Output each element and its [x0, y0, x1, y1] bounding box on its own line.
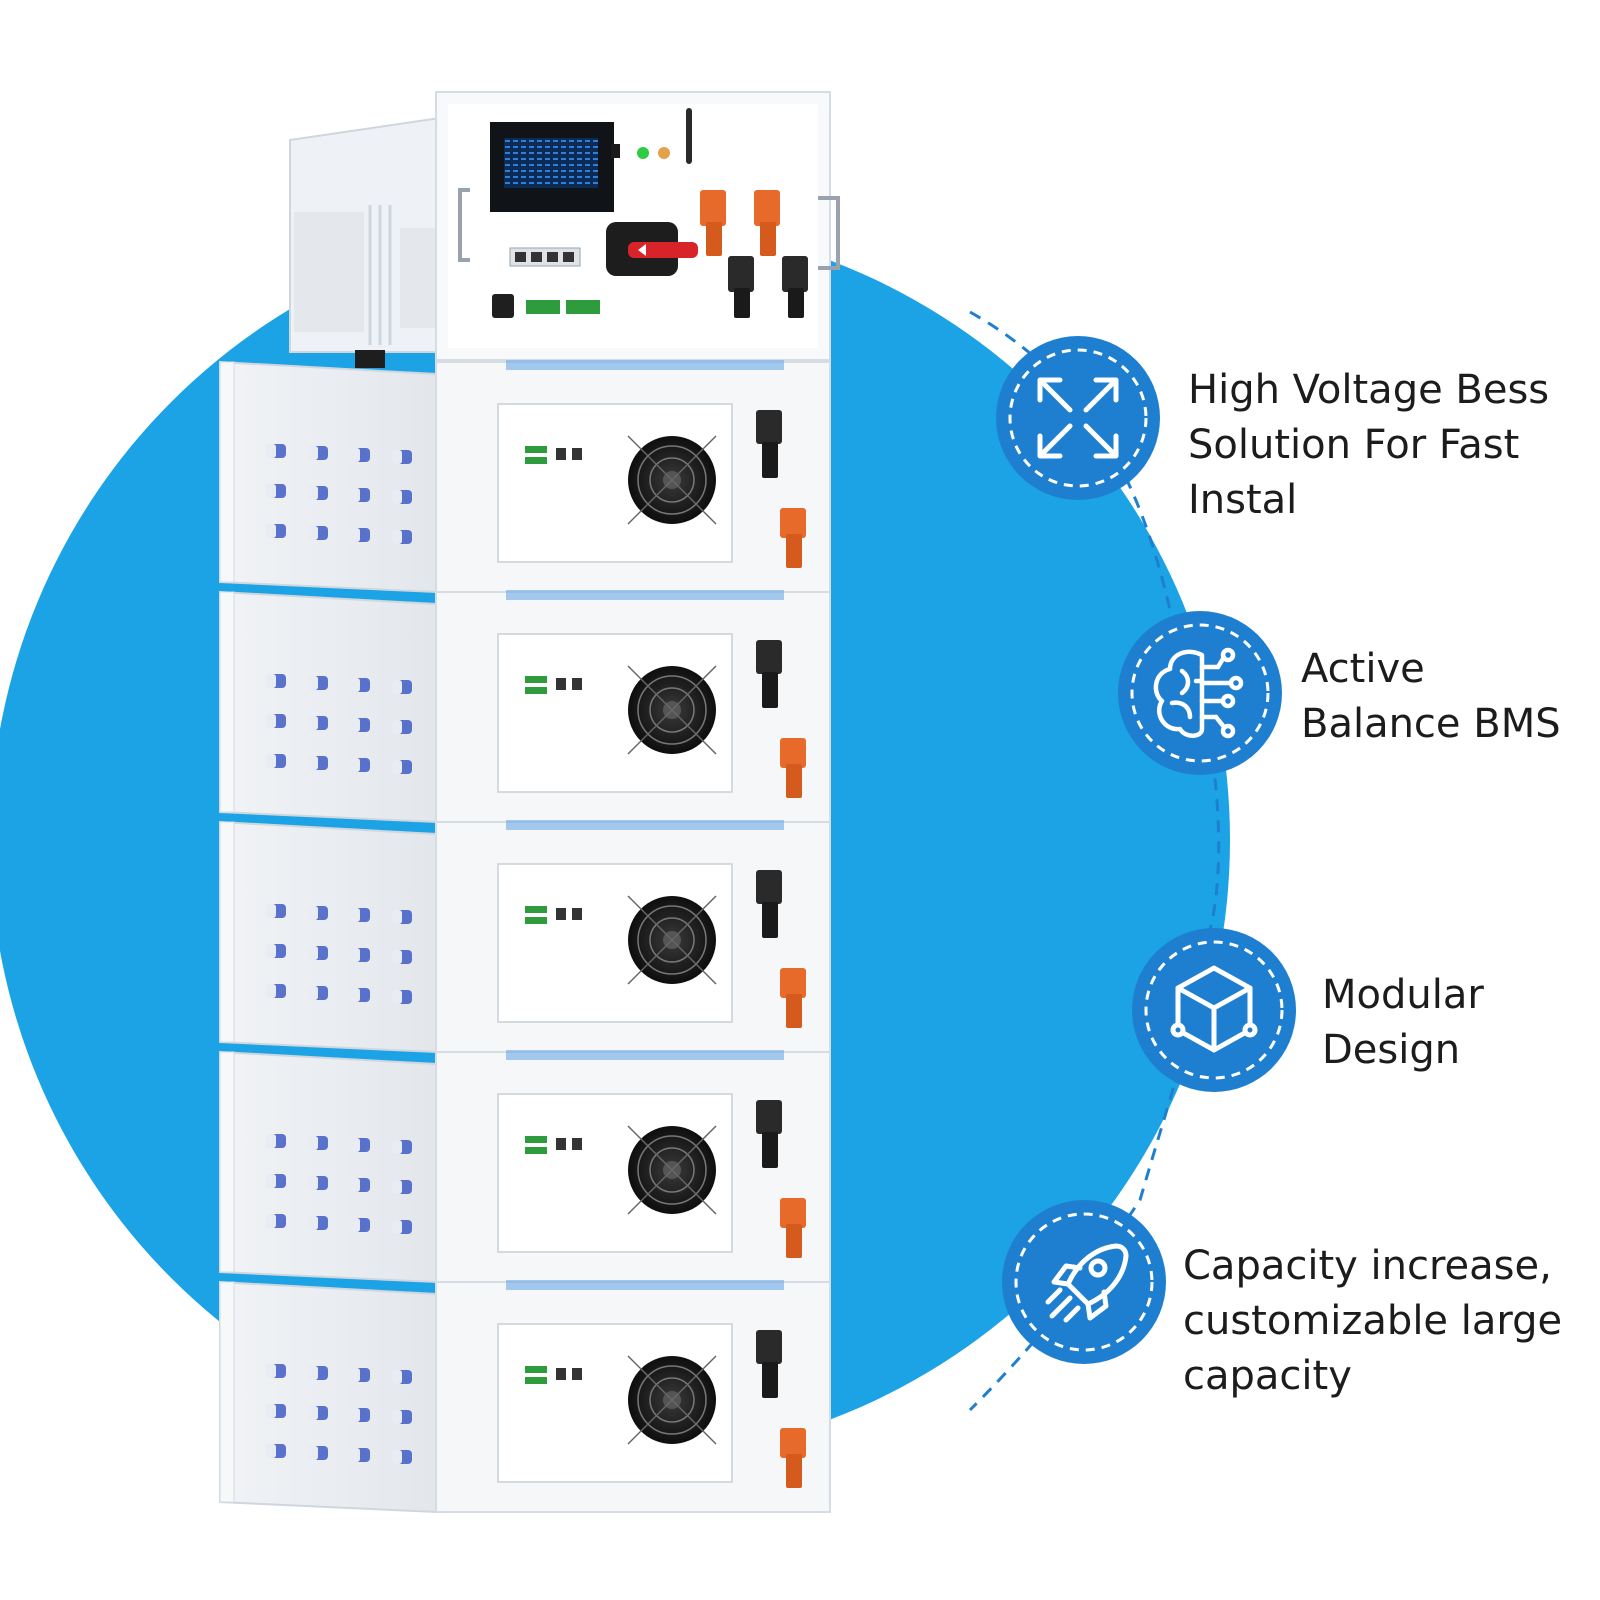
- battery-cabinet-icon: [219, 91, 840, 1514]
- battery-module: [219, 820, 831, 1054]
- feature-badge-2: [1118, 611, 1282, 775]
- status-led-green: [637, 147, 649, 159]
- status-led-amber: [658, 147, 670, 159]
- positive-connector: [780, 738, 806, 768]
- negative-connector: [756, 1330, 782, 1364]
- feature-badge-4: [1002, 1200, 1166, 1364]
- battery-module: [219, 360, 831, 594]
- rocket-icon: [1045, 1243, 1129, 1323]
- rj45-ports: [509, 247, 581, 267]
- negative-connector: [756, 1100, 782, 1134]
- cube-icon: [1170, 965, 1258, 1053]
- battery-module: [219, 1280, 831, 1514]
- negative-connector: [756, 870, 782, 904]
- battery-module: [219, 590, 831, 824]
- connector-pair-top: [700, 190, 808, 318]
- feature-text-4: Capacity increase, customizable large ca…: [1183, 1243, 1563, 1399]
- ac-inlet: [492, 294, 514, 318]
- controller-unit: [289, 91, 840, 368]
- power-switch: [611, 144, 620, 158]
- battery-module: [219, 1050, 831, 1284]
- feature-badge-3: [1132, 928, 1296, 1092]
- negative-connector: [756, 640, 782, 674]
- positive-connector: [780, 1428, 806, 1458]
- isolator-switch: [606, 222, 698, 276]
- feature-badge-1: [996, 336, 1160, 500]
- antenna: [686, 108, 692, 164]
- terminal-block: [526, 300, 560, 314]
- positive-connector: [780, 508, 806, 538]
- expand-arrows-icon: [1037, 377, 1119, 459]
- positive-connector: [780, 1198, 806, 1228]
- brain-circuit-icon: [1153, 647, 1244, 739]
- feature-text-3: Modular Design: [1322, 972, 1484, 1073]
- feature-text-1: High Voltage Bess Solution For Fast Inst…: [1188, 367, 1550, 523]
- positive-connector: [780, 968, 806, 998]
- negative-connector: [756, 410, 782, 444]
- feature-text-2: Active Balance BMS: [1301, 646, 1561, 747]
